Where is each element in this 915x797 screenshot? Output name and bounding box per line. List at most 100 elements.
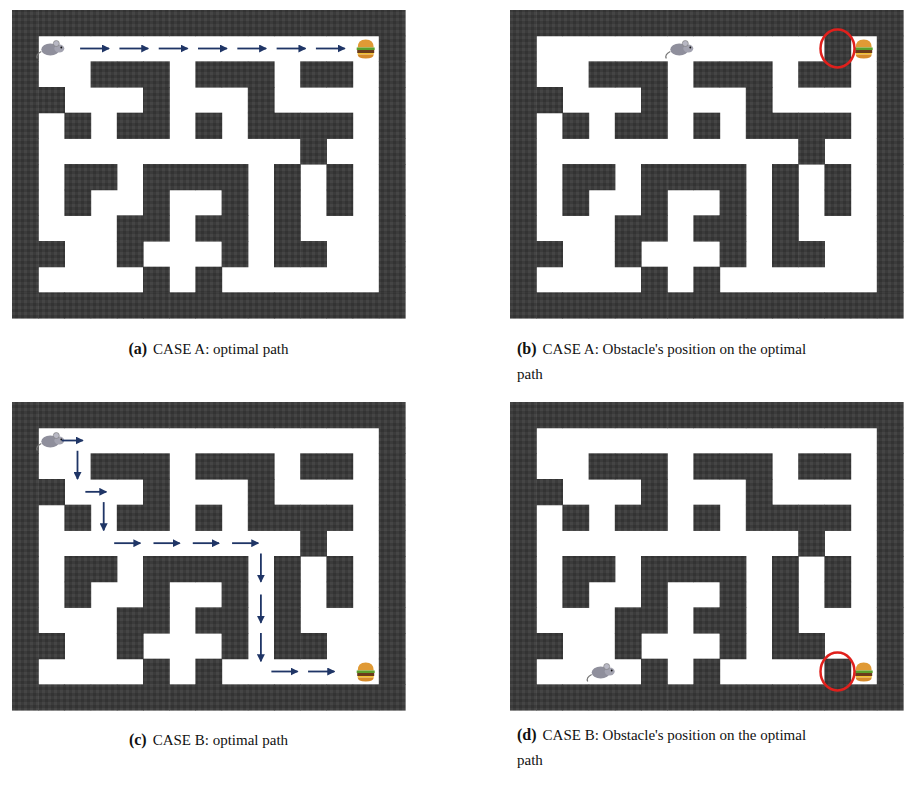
- maze-wall: [274, 113, 301, 139]
- maze-wall: [195, 267, 222, 293]
- maze-wall: [38, 684, 65, 710]
- maze-wall: [222, 61, 249, 87]
- mouse-eye: [689, 47, 691, 49]
- mouse-ear: [53, 41, 59, 47]
- panel-caption: (d)CASE B: Obstacle's position on the op…: [517, 722, 817, 773]
- maze-wall: [379, 87, 406, 113]
- maze-wall: [222, 190, 249, 216]
- maze-wall: [353, 402, 380, 428]
- maze-wall: [300, 684, 327, 710]
- maze-wall: [379, 556, 406, 582]
- burger-icon: [357, 40, 375, 59]
- maze-wall: [222, 241, 249, 267]
- maze-wall: [615, 241, 642, 267]
- maze-wall: [641, 607, 668, 633]
- maze-wall: [536, 10, 563, 36]
- maze-wall: [720, 10, 747, 36]
- burger-cheese: [856, 53, 872, 55]
- maze-wall: [693, 505, 720, 531]
- maze-wall: [379, 428, 406, 454]
- maze-wall: [746, 402, 773, 428]
- maze-wall: [772, 607, 799, 633]
- path-arrow: [85, 491, 106, 493]
- maze-wall: [326, 190, 353, 216]
- maze-wall: [12, 505, 39, 531]
- maze-wall: [64, 582, 91, 608]
- burger-patty: [855, 50, 872, 53]
- maze-wall: [641, 402, 668, 428]
- maze-wall: [248, 87, 275, 113]
- maze-wall: [772, 556, 799, 582]
- maze-wall: [877, 190, 904, 216]
- path-arrow: [260, 553, 262, 581]
- maze-wall: [510, 505, 537, 531]
- maze-wall: [589, 61, 616, 87]
- maze-wall: [300, 633, 327, 659]
- maze-wall: [798, 292, 825, 318]
- maze-wall: [12, 582, 39, 608]
- maze-wall: [143, 402, 170, 428]
- maze-wall: [772, 113, 799, 139]
- maze-wall: [379, 292, 406, 318]
- maze-wall: [91, 453, 118, 479]
- caption-text: CASE A: Obstacle's position on the optim…: [517, 341, 806, 382]
- mouse-icon: [587, 664, 615, 682]
- maze-wall: [510, 607, 537, 633]
- maze-wall: [248, 292, 275, 318]
- maze-wall: [12, 402, 39, 428]
- panel-caption: (c)CASE B: optimal path: [12, 727, 405, 753]
- maze-wall: [117, 453, 144, 479]
- maze-wall: [641, 87, 668, 113]
- maze-wall: [274, 190, 301, 216]
- maze-wall: [641, 684, 668, 710]
- burger-patty: [357, 673, 374, 676]
- maze-wall: [510, 633, 537, 659]
- maze-wall: [195, 607, 222, 633]
- mouse-icon: [37, 41, 65, 59]
- maze-wall: [693, 113, 720, 139]
- maze-wall: [510, 267, 537, 293]
- maze-wall: [379, 113, 406, 139]
- maze-wall: [851, 292, 878, 318]
- maze-wall: [195, 659, 222, 685]
- burger-bun: [856, 678, 872, 682]
- maze-wall: [851, 402, 878, 428]
- maze-wall: [38, 87, 65, 113]
- maze-wall: [353, 10, 380, 36]
- mouse-eye: [60, 47, 62, 49]
- path-arrow: [114, 542, 140, 544]
- maze-wall: [248, 113, 275, 139]
- maze-wall: [798, 61, 825, 87]
- maze-wall: [169, 164, 196, 190]
- maze-wall: [510, 215, 537, 241]
- mouse-tail: [666, 52, 671, 59]
- maze-wall: [117, 113, 144, 139]
- maze-wall: [720, 556, 747, 582]
- maze-wall: [274, 633, 301, 659]
- maze-wall: [326, 505, 353, 531]
- maze-wall: [772, 633, 799, 659]
- maze-wall: [222, 292, 249, 318]
- maze-wall: [274, 556, 301, 582]
- maze-wall: [300, 61, 327, 87]
- maze-wall: [510, 659, 537, 685]
- maze-panel: [510, 10, 904, 319]
- maze-wall: [877, 292, 904, 318]
- maze-wall: [12, 428, 39, 454]
- maze-wall: [746, 113, 773, 139]
- burger-icon: [855, 663, 873, 682]
- obstacle-circle: [821, 653, 855, 691]
- maze-wall: [510, 61, 537, 87]
- maze-wall: [615, 61, 642, 87]
- maze-wall: [510, 428, 537, 454]
- maze-wall: [379, 138, 406, 164]
- maze-wall: [64, 556, 91, 582]
- maze-wall: [274, 607, 301, 633]
- maze-wall: [851, 684, 878, 710]
- maze-wall: [772, 402, 799, 428]
- burger-bun: [358, 55, 374, 59]
- maze-wall: [12, 87, 39, 113]
- maze-wall: [510, 87, 537, 113]
- maze-wall: [64, 10, 91, 36]
- maze-wall: [195, 113, 222, 139]
